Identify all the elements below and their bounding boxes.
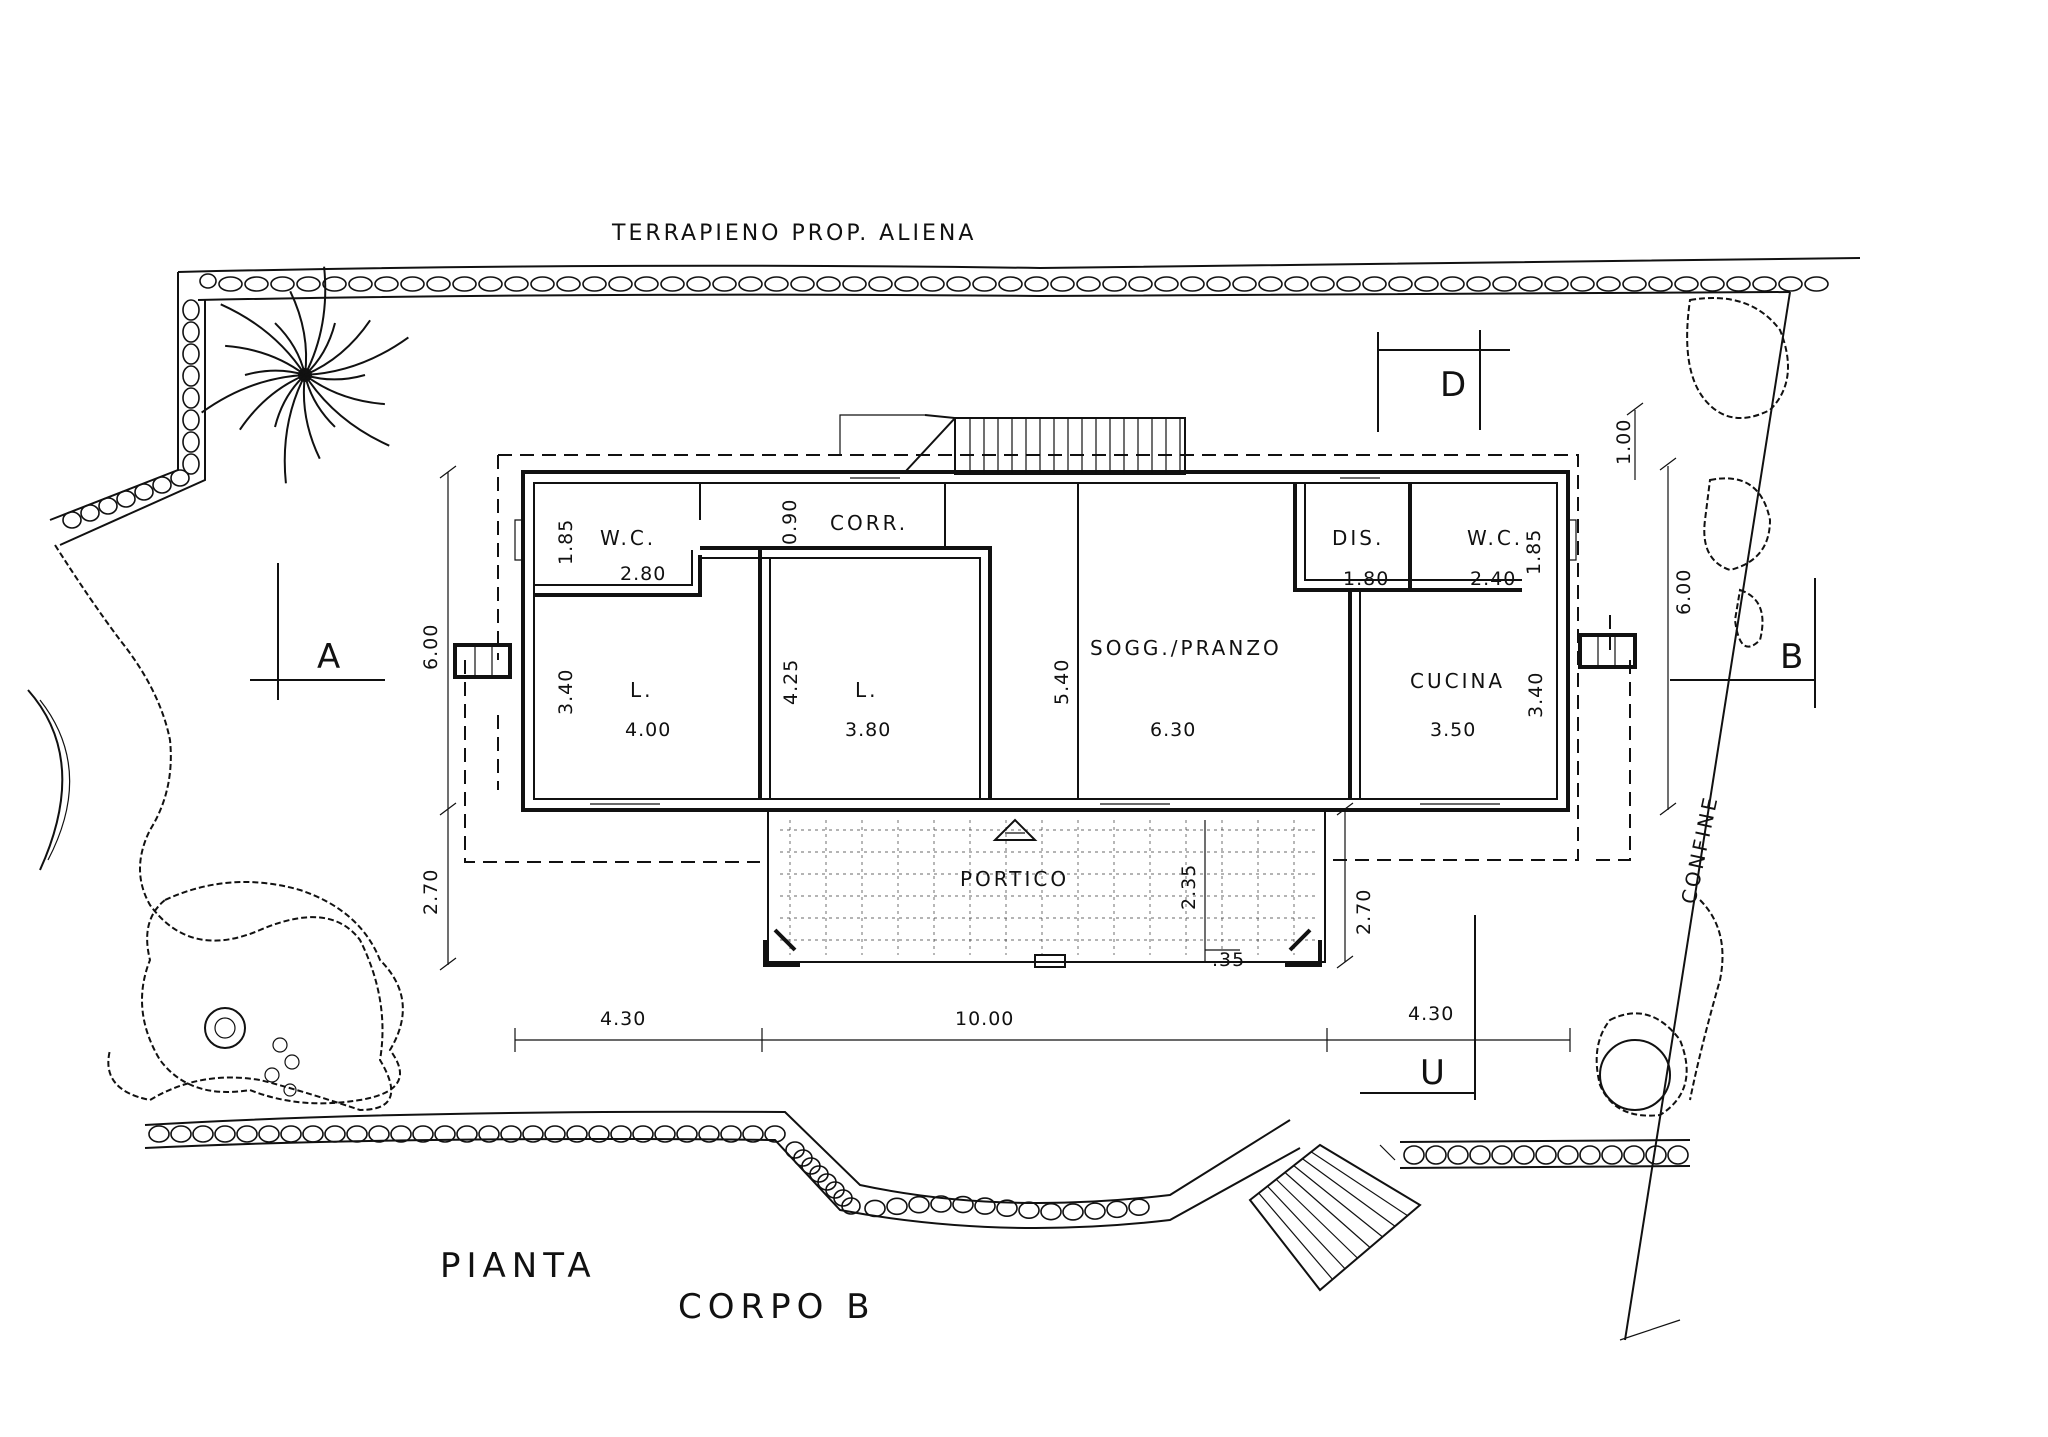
stone-wall-left [49, 272, 206, 546]
side-steps [453, 633, 1637, 679]
section-marker-u: U [1360, 915, 1476, 1100]
kitchen-label: CUCINA [1410, 669, 1505, 693]
living-width: 6.30 [1150, 719, 1196, 741]
section-marker-b: B [1670, 578, 1816, 708]
dis-width: 1.80 [1343, 568, 1389, 590]
living-height: 5.40 [1051, 659, 1073, 705]
exterior-stair [1248, 1143, 1422, 1292]
kitchen-height: 3.40 [1525, 672, 1547, 718]
hedge-left [54, 544, 393, 1112]
wc-left-width: 2.80 [620, 563, 666, 585]
bedroom1-height: 3.40 [555, 669, 577, 715]
overall-right-height: 6.00 [1673, 569, 1695, 615]
wc-right-height: 1.85 [1523, 529, 1545, 575]
portico-right-height: 2.70 [1353, 889, 1375, 935]
property-line [1624, 291, 1791, 1341]
palm-tree-icon [201, 266, 409, 484]
section-u-label: U [1420, 1053, 1445, 1093]
stone-wall-bottom [144, 1110, 1691, 1229]
bedroom1-width: 4.00 [625, 719, 671, 741]
dis-label: DIS. [1332, 526, 1384, 550]
portico [763, 810, 1326, 968]
garden-shrub-icon [141, 881, 404, 1105]
bottom-mid-dim: 10.00 [955, 1008, 1014, 1030]
section-d-label: D [1440, 365, 1466, 405]
interior-walls [534, 483, 1522, 799]
wc-left-label: W.C. [600, 526, 656, 550]
title-corpo: CORPO B [678, 1287, 876, 1327]
bedroom2-height: 4.25 [780, 659, 802, 705]
portico-label: PORTICO [960, 867, 1069, 891]
stone-wall-top [177, 257, 1861, 301]
portico-inner-height: 2.35 [1178, 864, 1200, 910]
kitchen-width: 3.50 [1430, 719, 1476, 741]
corridor-height: 0.90 [779, 499, 801, 545]
section-a-label: A [317, 637, 340, 677]
dimension-lines [439, 402, 1677, 1052]
corridor-label: CORR. [830, 511, 908, 535]
section-b-label: B [1780, 637, 1803, 677]
overall-left-height: 6.00 [420, 624, 442, 670]
bedroom2-width: 3.80 [845, 719, 891, 741]
bedroom1-label: L. [630, 678, 654, 702]
confine-label: CONFINE [1676, 793, 1722, 906]
bottom-left-dim: 4.30 [600, 1008, 646, 1030]
bottom-right-dim: 4.30 [1408, 1003, 1454, 1025]
bedroom2-label: L. [855, 678, 879, 702]
section-marker-a: A [250, 563, 385, 700]
portico-pillar: .35 [1212, 949, 1245, 971]
windows [514, 471, 1577, 811]
top-label: TERRAPIENO PROP. ALIENA [611, 221, 976, 246]
house-walls [521, 470, 1570, 812]
top-stair [839, 414, 1186, 475]
top-offset: 1.00 [1613, 419, 1635, 465]
portico-left-height: 2.70 [420, 869, 442, 915]
well-circle [27, 689, 64, 871]
wc-right-label: W.C. [1467, 526, 1523, 550]
living-label: SOGG./PRANZO [1090, 636, 1282, 660]
title-pianta: PIANTA [440, 1246, 597, 1286]
section-marker-d: D [1377, 330, 1510, 432]
wc-right-width: 2.40 [1470, 568, 1516, 590]
wc-left-height: 1.85 [555, 519, 577, 565]
